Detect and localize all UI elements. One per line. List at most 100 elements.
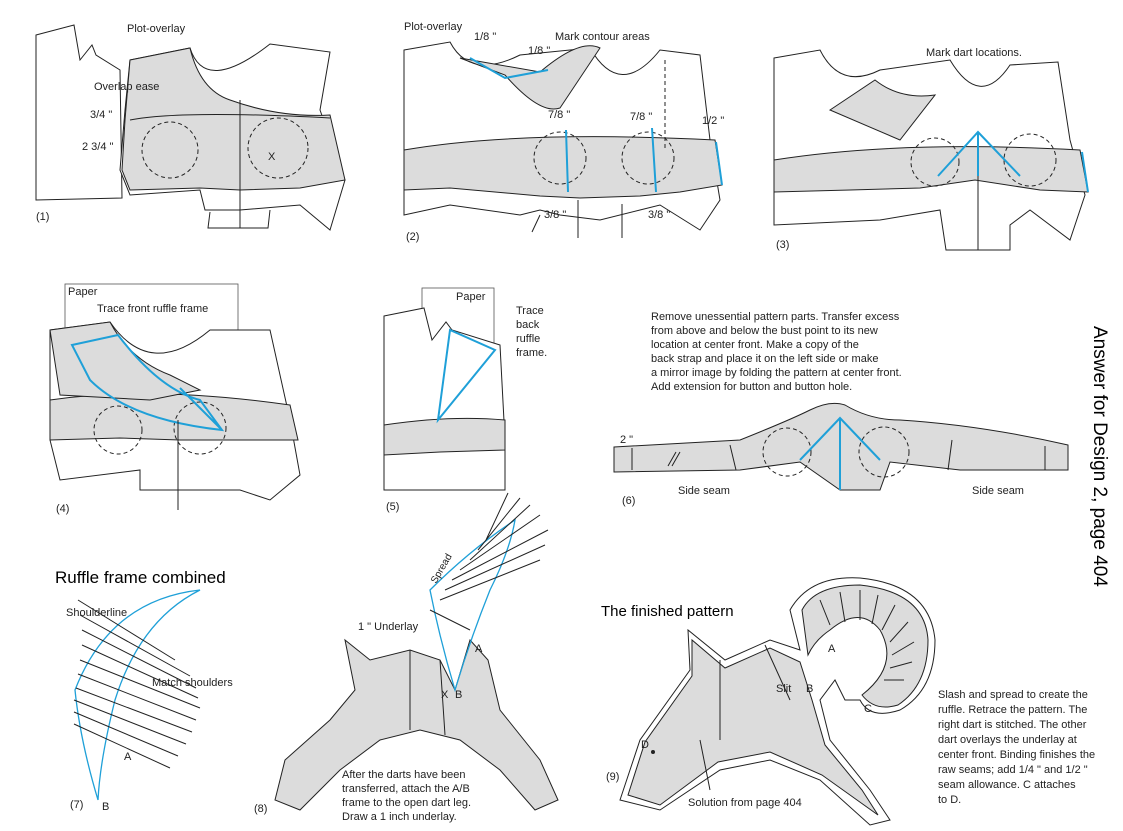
panel-9: The finished pattern Slit A B C D Soluti…	[601, 577, 1095, 826]
p4-bust-left	[93, 405, 143, 455]
x-mark: X	[268, 151, 276, 163]
p3-bust-left	[910, 137, 960, 187]
p7-b: B	[102, 801, 109, 813]
panel-1-number: (1)	[36, 211, 49, 223]
p3-bust-right	[1003, 133, 1057, 187]
p5-band	[383, 417, 506, 456]
overlap-ease-label: Overlap ease	[94, 81, 159, 93]
p8-spread-lines	[429, 492, 549, 631]
p5-trace-2: back	[516, 319, 540, 331]
panel-2: Plot-overlay Mark contour areas 1/8 " 1/…	[403, 21, 724, 243]
p9-d: D	[641, 739, 649, 751]
p2-band	[403, 136, 723, 199]
p6-side-right: Side seam	[972, 485, 1024, 497]
p8-dart-legs	[409, 650, 446, 736]
panel-9-title: The finished pattern	[601, 603, 734, 620]
p5-trace-4: frame.	[516, 347, 547, 359]
p7-match-label: Match shoulders	[152, 677, 233, 689]
panel-7-number: (7)	[70, 799, 83, 811]
p5-ruffle-frame	[436, 328, 497, 424]
p3-band	[773, 146, 1089, 193]
m-3-8-a: 3/8 "	[544, 209, 566, 221]
panel-5: Paper Trace back ruffle frame. (5)	[383, 287, 547, 513]
p9-caption-1: Slash and spread to create the	[938, 689, 1088, 701]
p9-seams	[699, 644, 791, 791]
p9-caption-6: raw seams; add 1/4 " and 1/2 "	[938, 764, 1088, 776]
p5-trace-1: Trace	[516, 305, 544, 317]
p5-trace-3: ruffle	[516, 333, 540, 345]
p9-ruffle	[801, 584, 929, 708]
m-7-8-b: 7/8 "	[630, 111, 652, 123]
p9-caption-2: ruffle. Retrace the pattern. The	[938, 704, 1087, 716]
panel-8-number: (8)	[254, 803, 267, 815]
panel-4-number: (4)	[56, 503, 69, 515]
p7-a: A	[124, 751, 132, 763]
m-7-8-a: 7/8 "	[548, 109, 570, 121]
p8-ruffle-frame	[429, 518, 516, 693]
p6-seams	[631, 439, 1046, 471]
p6-side-left: Side seam	[678, 485, 730, 497]
panel-2-title: Plot-overlay	[404, 21, 463, 33]
p8-caption-3: frame to the open dart leg.	[342, 797, 471, 809]
p6-bust-left	[762, 427, 812, 477]
p8-caption-2: transferred, attach the A/B	[342, 783, 470, 795]
panel-3: Mark dart locations. (3)	[773, 47, 1089, 251]
p4-paper-label: Paper	[68, 286, 98, 298]
p2-waist	[531, 200, 623, 238]
side-title: Answer for Design 2, page 404	[1089, 326, 1110, 587]
p8-x: X	[441, 689, 449, 701]
p6-darts	[799, 416, 881, 490]
p7-spread-lines	[73, 599, 201, 769]
p4-bust-right	[173, 401, 227, 455]
panel-1-title: Plot-overlay	[127, 23, 186, 35]
p9-c: C	[864, 703, 872, 715]
p8-pattern	[274, 638, 559, 811]
p8-spread-label: Spread	[429, 552, 455, 585]
p7-shoulder-label: Shoulderline	[66, 607, 127, 619]
p5-outline	[383, 307, 506, 491]
front-bodice-overlay	[121, 47, 346, 191]
panel-2-number: (2)	[406, 231, 419, 243]
panel-3-number: (3)	[776, 239, 789, 251]
p6-instr-2: from above and below the bust point to i…	[651, 325, 878, 337]
p9-a: A	[828, 643, 836, 655]
p8-caption-4: Draw a 1 inch underlay.	[342, 811, 457, 823]
p8-underlay-label: 1 " Underlay	[358, 621, 419, 633]
p2-bust-right	[621, 131, 675, 185]
p9-caption-5: center front. Binding finishes the	[938, 749, 1095, 761]
panel-3-title: Mark dart locations.	[926, 47, 1022, 59]
p4-ruffle-frame	[70, 333, 225, 432]
panel-9-number: (9)	[606, 771, 619, 783]
m-1-2: 1/2 "	[702, 115, 724, 127]
p9-solution: Solution from page 404	[688, 797, 802, 809]
bust-circle-left	[141, 121, 199, 179]
p2-front-piece	[459, 45, 601, 110]
panel-6-number: (6)	[622, 495, 635, 507]
back-bodice	[35, 24, 123, 201]
panel-1: Plot-overlay Overlap ease 3/4 " 2 3/4 " …	[35, 23, 346, 231]
p9-body	[627, 638, 879, 816]
p9-caption-7: seam allowance. C attaches	[938, 779, 1076, 791]
p6-bust-right	[858, 426, 910, 478]
p6-instr-4: back strap and place it on the left side…	[651, 353, 878, 365]
panel-6: Remove unessential pattern parts. Transf…	[613, 311, 1069, 507]
p2-contour-marks	[469, 57, 723, 193]
p6-instr-1: Remove unessential pattern parts. Transf…	[651, 311, 900, 323]
contour-label: Mark contour areas	[555, 31, 650, 43]
p9-d-point	[651, 750, 655, 754]
p9-slit: Slit	[776, 683, 791, 695]
p9-b: B	[806, 683, 813, 695]
bust-circle-right	[247, 117, 309, 179]
p3-dart-marks	[937, 130, 1089, 193]
p8-b: B	[455, 689, 462, 701]
panel-7: Ruffle frame combined Shoulderline Match…	[55, 568, 233, 813]
p9-caption-3: right dart is stitched. The other	[938, 719, 1087, 731]
panel-5-number: (5)	[386, 501, 399, 513]
p9-ruffle-slashes	[819, 590, 915, 681]
yoke-line	[129, 113, 331, 121]
p4-trace-label: Trace front ruffle frame	[97, 303, 208, 315]
p9-caption-4: dart overlays the underlay at	[938, 734, 1077, 746]
p8-caption-1: After the darts have been	[342, 769, 466, 781]
waistband	[207, 209, 271, 229]
m-1-8-a: 1/8 "	[474, 31, 496, 43]
